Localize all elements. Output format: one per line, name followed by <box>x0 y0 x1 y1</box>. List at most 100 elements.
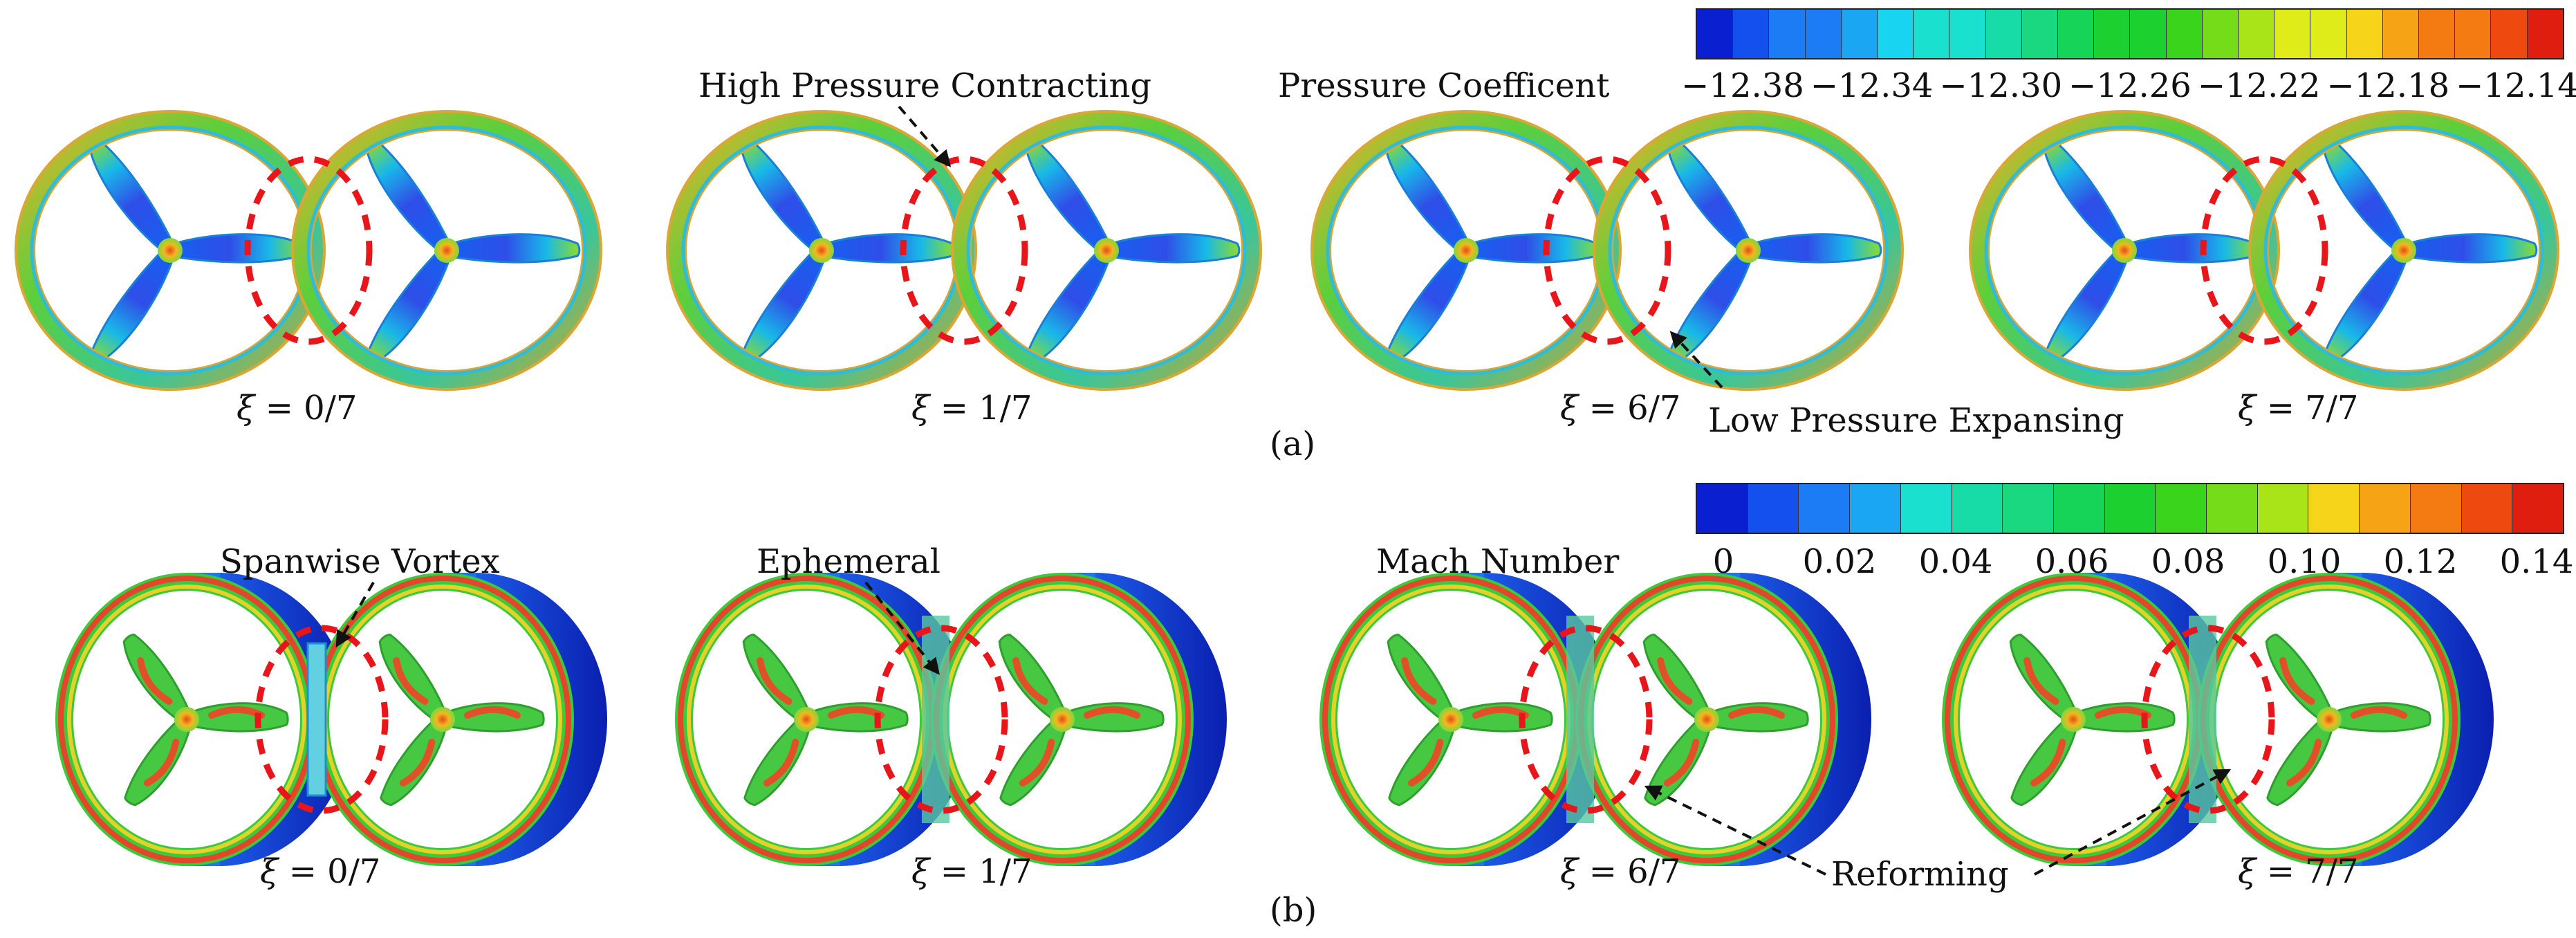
vortex-tube <box>922 616 949 823</box>
rotor-blade <box>1388 715 1457 807</box>
colorbar-segment <box>1805 10 1842 58</box>
rotor-blade <box>1642 633 1713 724</box>
rotor-blade <box>378 633 449 724</box>
duct-ring-inner-edge <box>2263 125 2544 376</box>
colorbar-segment <box>2419 10 2456 58</box>
rotor-blade <box>1644 715 1713 807</box>
colorbar-segment <box>2491 10 2528 58</box>
duct-ring-surface <box>1595 113 1901 388</box>
mach-colorbar <box>1696 483 2564 534</box>
duct-ring-surface <box>294 113 600 388</box>
highlight-dashed-circle <box>2141 625 2275 814</box>
colorbar-segment <box>2058 10 2095 58</box>
colorbar-segment <box>1769 10 1806 58</box>
colorbar-tick-label: −12.18 <box>2326 66 2450 105</box>
colorbar-segment <box>2207 484 2258 533</box>
frame-a1-label: ξ = 0/7 <box>237 389 358 427</box>
rotor-blade <box>1465 233 1600 264</box>
colorbar-segment <box>2346 10 2383 58</box>
annotation-arrow <box>864 581 940 675</box>
rotor-hub <box>794 707 819 732</box>
colorbar-tick-label: 0.06 <box>2035 542 2109 581</box>
frame-b2-label: ξ = 1/7 <box>911 852 1032 891</box>
spanwise-vortex-tube <box>306 642 327 797</box>
colorbar-segment <box>2202 10 2239 58</box>
annotation-ephemeral: Ephemeral <box>757 542 940 581</box>
frame-b1-label: ξ = 0/7 <box>260 852 381 891</box>
rotor-blade <box>1705 702 1809 733</box>
colorbar-segment <box>2003 484 2054 533</box>
mach-frame-1 <box>55 573 607 866</box>
annotation-arrow <box>2034 769 2232 876</box>
rotor-blade <box>2402 233 2538 264</box>
rotor-hub <box>434 238 459 263</box>
rotor-blade <box>2009 633 2079 724</box>
pressure-colorbar-title: Pressure Coefficent <box>1278 66 1610 105</box>
frame-b3-label: ξ = 6/7 <box>1560 852 1681 891</box>
duct-ring-inner-edge <box>1608 125 1889 376</box>
highlight-dashed-circle <box>1543 156 1671 345</box>
colorbar-segment <box>2310 10 2347 58</box>
colorbar-tick-label: 0 <box>1712 542 1734 581</box>
rotor-blade <box>999 715 1068 807</box>
colorbar-segment <box>1985 10 2022 58</box>
colorbar-tick-label: −12.14 <box>2456 66 2576 105</box>
rotor-hub <box>174 707 199 732</box>
duct-ring-surface <box>17 113 323 388</box>
rotor-blade <box>169 233 304 264</box>
rotor-blade <box>2123 233 2259 264</box>
frame-a3-label: ξ = 6/7 <box>1560 389 1681 427</box>
rotor-blade <box>998 633 1068 724</box>
colorbar-tick-label: −12.26 <box>2068 66 2192 105</box>
annotation-arrow <box>1669 331 1723 389</box>
pressure-frame-1 <box>15 110 602 391</box>
vortex-tube <box>1566 616 1594 823</box>
rotor-blade <box>122 633 193 724</box>
colorbar-segment <box>2156 484 2207 533</box>
colorbar-segment <box>2166 10 2203 58</box>
rotor-blade <box>1061 702 1165 733</box>
colorbar-segment <box>1697 10 1734 58</box>
rotor-hub <box>430 707 455 732</box>
rotor-blade <box>1747 233 1882 264</box>
colorbar-segment <box>2104 484 2156 533</box>
colorbar-segment <box>2274 10 2311 58</box>
rotor-blade <box>2266 715 2335 807</box>
colorbar-tick-label: −12.30 <box>1939 66 2063 105</box>
colorbar-segment <box>2021 10 2059 58</box>
rotor-hub <box>1094 238 1119 263</box>
rotor-hub <box>1694 707 1719 732</box>
colorbar-tick-label: −12.22 <box>2197 66 2321 105</box>
frame-b4-label: ξ = 7/7 <box>2238 852 2359 891</box>
rotor-hub <box>158 238 183 263</box>
rotor-blade <box>2010 715 2079 807</box>
highlight-dashed-circle <box>874 625 1008 814</box>
rotor-hub <box>1736 238 1761 263</box>
rotor-hub <box>1438 707 1463 732</box>
pressure-frame-2 <box>666 110 1262 391</box>
duct-ring-surface <box>2251 113 2557 388</box>
rotor-blade <box>2265 633 2335 724</box>
colorbar-segment <box>1878 10 1914 58</box>
colorbar-segment <box>2308 484 2360 533</box>
colorbar-tick-label: −12.34 <box>1810 66 1934 105</box>
rotor-hub <box>2061 707 2086 732</box>
pressure-colorbar <box>1696 8 2564 59</box>
colorbar-segment <box>1952 484 2003 533</box>
colorbar-segment <box>2239 10 2275 58</box>
rotor-blade <box>1387 633 1457 724</box>
colorbar-segment <box>1697 484 1748 533</box>
annotation-arrow <box>335 581 375 648</box>
pressure-frame-3 <box>1310 110 1904 391</box>
highlight-dashed-circle <box>254 625 389 814</box>
colorbar-segment <box>2410 484 2462 533</box>
rotor-blade <box>380 715 449 807</box>
colorbar-segment <box>1914 10 1950 58</box>
annotation-low-pressure-expansing: Low Pressure Expansing <box>1708 401 2124 440</box>
annotation-reforming: Reforming <box>1831 855 2009 894</box>
rotor-hub <box>1454 238 1479 263</box>
mach-frame-3 <box>1319 573 1871 866</box>
colorbar-tick-label: −12.38 <box>1681 66 1804 105</box>
highlight-dashed-circle <box>2200 156 2328 345</box>
